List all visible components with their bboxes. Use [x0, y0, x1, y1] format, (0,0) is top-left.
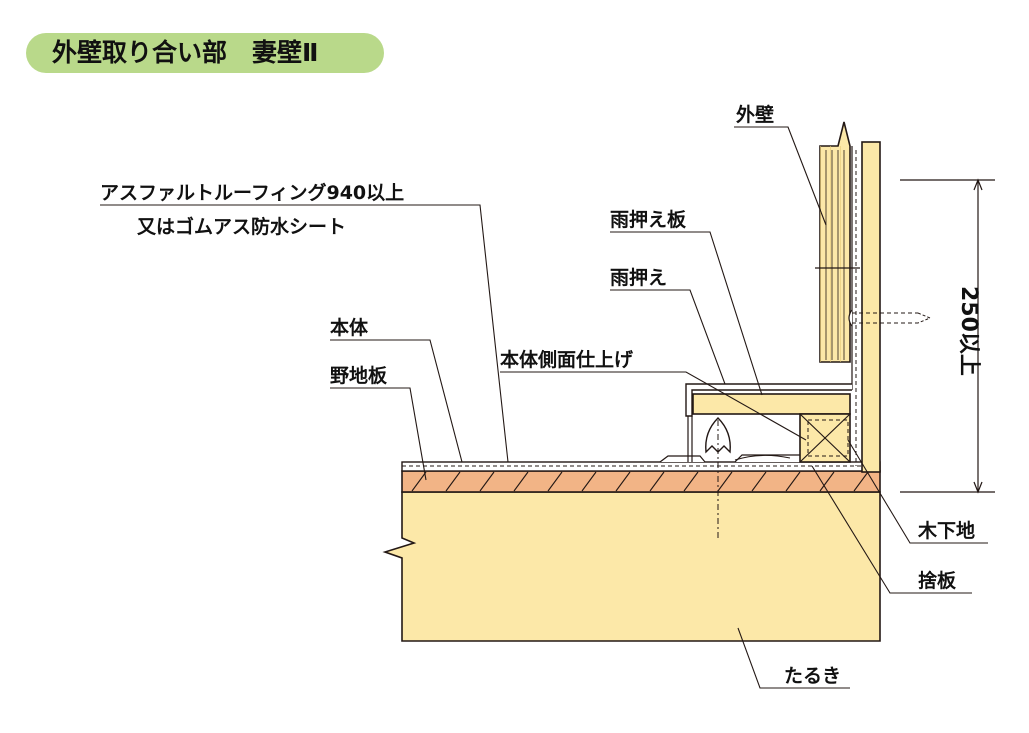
roof-body	[401, 454, 881, 472]
rain-flashing-board	[692, 393, 851, 415]
seam-fastener	[705, 417, 731, 540]
wall-screw	[848, 309, 932, 327]
rafter	[382, 491, 881, 642]
label-hontai: 本体	[330, 316, 369, 339]
label-taruki: たるき	[784, 665, 841, 687]
leader-nojiita	[330, 387, 427, 481]
sheathing-hatch	[411, 471, 869, 492]
wall-stud	[861, 141, 881, 473]
leader-taruki	[737, 627, 850, 689]
dimension-label: 250以上	[956, 286, 981, 376]
leader-sutebita	[811, 465, 972, 594]
leader-sheet	[100, 204, 509, 463]
label-kishita: 木下地	[917, 519, 975, 542]
wood-backing-block	[799, 413, 851, 463]
leader-gaiheki	[734, 126, 827, 226]
label-gaiheki: 外壁	[736, 103, 774, 126]
exterior-wall-siding	[815, 121, 860, 363]
label-amaosae-ita: 雨押え板	[610, 208, 687, 231]
label-nojiita: 野地板	[330, 364, 388, 387]
leader-amaosae	[610, 289, 726, 385]
leader-kishita	[847, 439, 988, 544]
leader-hontai	[330, 339, 463, 463]
leader-hontai-sokumen	[500, 371, 807, 441]
label-hontai-sokumen: 本体側面仕上げ	[500, 348, 634, 371]
label-sheet-line2: 又はゴムアス防水シート	[137, 215, 346, 238]
dimension-250	[900, 178, 995, 494]
label-sutebita: 捨板	[918, 569, 957, 592]
label-amaosae: 雨押え	[610, 266, 667, 289]
label-sheet-line1: アスファルトルーフィング940以上	[100, 181, 404, 204]
leader-amaosae-ita	[610, 231, 763, 396]
diagram-title: 外壁取り合い部 妻壁Ⅱ	[26, 33, 384, 73]
sheathing-board	[401, 470, 881, 493]
